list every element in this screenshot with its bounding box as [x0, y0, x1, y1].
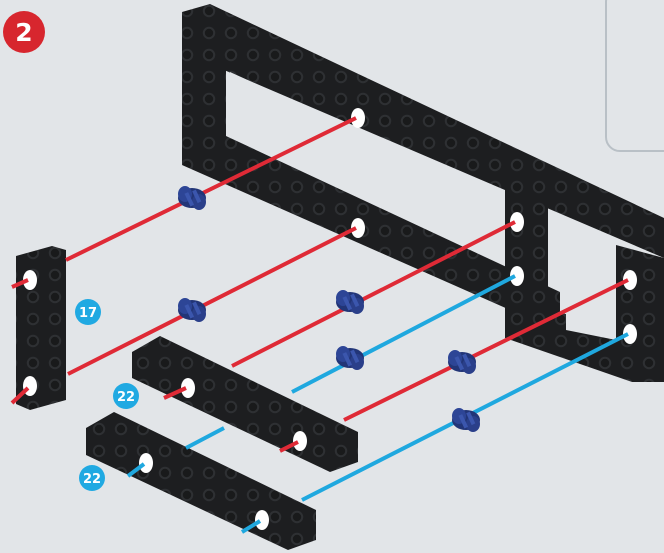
hole — [510, 266, 524, 286]
part-count-badge-17: 17 — [75, 299, 101, 325]
red-axle-icon — [10, 386, 30, 405]
part-count-label: 22 — [117, 390, 135, 405]
frame-inner-window — [230, 72, 505, 240]
frame-right-post — [616, 245, 664, 380]
horizontal-beam-upper — [132, 336, 358, 472]
blue-axle-icon — [291, 274, 516, 394]
red-axle-icon — [163, 386, 187, 400]
hole — [23, 270, 37, 290]
step-number: 2 — [15, 18, 32, 47]
frame-bottom-beam — [182, 125, 560, 332]
hole — [255, 510, 269, 530]
part-count-badge-22-upper: 22 — [113, 383, 139, 409]
red-axle-icon — [279, 440, 299, 453]
hole — [293, 431, 307, 451]
red-axle-icon — [67, 226, 357, 376]
rear-frame — [182, 4, 664, 382]
hole — [623, 324, 637, 344]
part-count-badge-22-lower: 22 — [79, 465, 105, 491]
frame-left-post — [182, 14, 226, 165]
hole — [623, 270, 637, 290]
frame-right-window — [566, 222, 616, 340]
vertical-beam — [16, 246, 66, 410]
hole — [351, 218, 365, 238]
hole — [181, 378, 195, 398]
step-badge: 2 — [3, 11, 45, 53]
red-axle-icon — [11, 278, 29, 289]
hole — [139, 453, 153, 473]
blue-axle-icon — [126, 462, 146, 478]
horizontal-beam-lower — [86, 412, 316, 550]
red-axle-icon — [65, 116, 357, 262]
hole — [351, 108, 365, 128]
rear-frame-holes — [351, 108, 637, 344]
red-axle-icon — [231, 220, 516, 368]
note-box — [605, 0, 664, 152]
blue-axle-icon — [240, 519, 262, 534]
part-count-label: 22 — [83, 472, 101, 487]
hole — [510, 212, 524, 232]
red-axles — [10, 116, 629, 453]
part-count-label: 17 — [79, 306, 97, 321]
blue-axle-icon — [185, 426, 225, 450]
red-axle-icon — [343, 278, 629, 422]
